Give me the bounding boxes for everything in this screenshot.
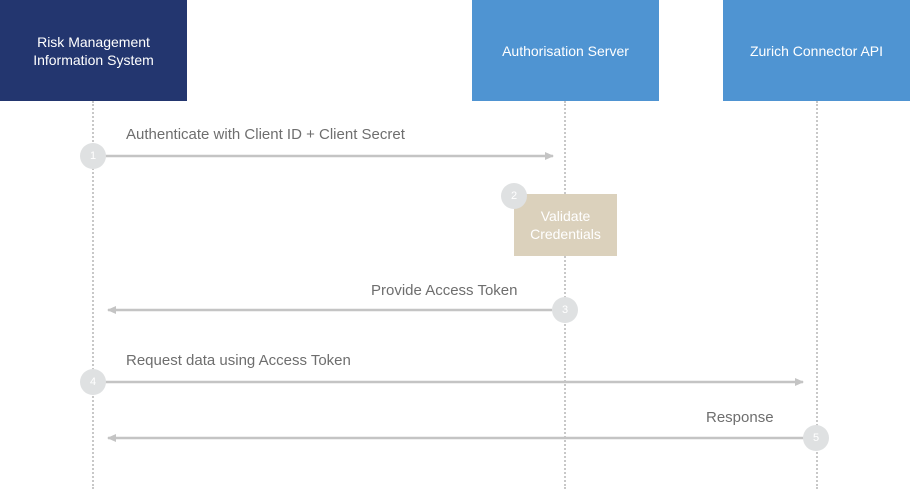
lifeline-zurich-connector-api (816, 101, 818, 489)
actor-label: Risk Management Information System (33, 33, 154, 68)
actor-risk-management-information-system: Risk Management Information System (0, 0, 187, 101)
step-marker-3: 3 (552, 297, 578, 323)
step-marker-1: 1 (80, 143, 106, 169)
message-label-provide-access-token: Provide Access Token (371, 282, 518, 299)
process-validate-credentials: Validate Credentials (514, 194, 617, 256)
message-label-authenticate: Authenticate with Client ID + Client Sec… (126, 126, 405, 143)
message-label-response: Response (706, 409, 774, 426)
lifeline-rmis (92, 101, 94, 489)
actor-zurich-connector-api: Zurich Connector API (723, 0, 910, 101)
actor-authorisation-server: Authorisation Server (472, 0, 659, 101)
step-marker-2: 2 (501, 183, 527, 209)
actor-label: Zurich Connector API (749, 42, 884, 59)
lifeline-authorisation-server (564, 101, 566, 489)
step-marker-4: 4 (80, 369, 106, 395)
actor-label: Authorisation Server (502, 42, 629, 59)
step-marker-5: 5 (803, 425, 829, 451)
message-label-request-data: Request data using Access Token (126, 352, 351, 369)
